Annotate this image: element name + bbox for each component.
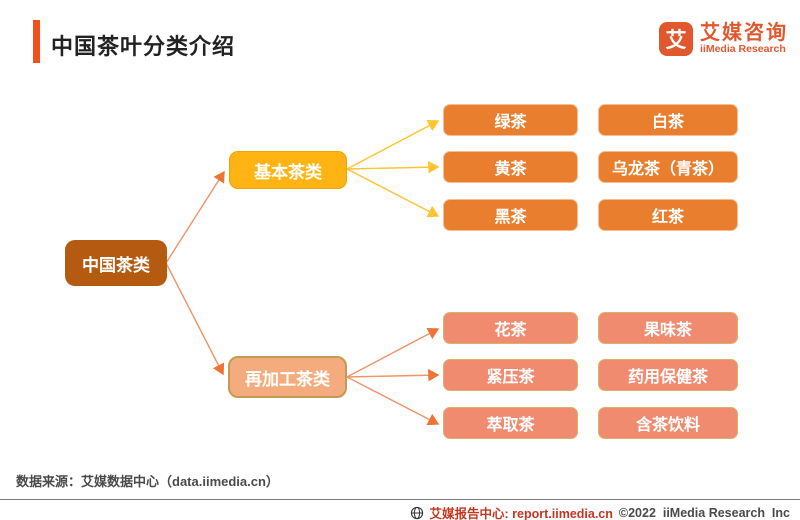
connector-reprocessed-to-flower-tea xyxy=(346,327,440,378)
leaf-green-tea: 绿茶 xyxy=(443,104,578,136)
connector-reprocessed-to-compressed-tea xyxy=(346,368,440,382)
copyright-text: ©2022 iiMedia Research Inc xyxy=(618,505,790,520)
node-reprocessed-tea-category: 再加工茶类 xyxy=(228,356,347,398)
footer: 艾媒报告中心: report.iimedia.cn ©2022 iiMedia … xyxy=(410,503,790,520)
leaf-compressed-tea: 紧压茶 xyxy=(443,359,578,391)
leaf-oolong-tea: 乌龙茶（青茶） xyxy=(598,151,738,183)
leaf-white-tea: 白茶 xyxy=(598,104,738,136)
logo-name-cn: 艾媒咨询 xyxy=(700,22,788,45)
data-source-note: 数据来源：艾媒数据中心（data.iimedia.cn） xyxy=(16,474,279,489)
footer-divider xyxy=(0,499,800,500)
node-china-tea-root: 中国茶类 xyxy=(65,240,167,286)
node-basic-tea-category: 基本茶类 xyxy=(229,151,347,189)
leaf-yellow-tea: 黄茶 xyxy=(443,151,578,183)
globe-icon xyxy=(410,506,423,519)
connector-root-to-reprocessed xyxy=(165,262,225,376)
iimedia-logo-icon: 艾 xyxy=(659,22,693,56)
brand-logo: 艾 艾媒咨询 iiMedia Research xyxy=(659,22,788,56)
leaf-black-tea: 红茶 xyxy=(598,199,738,231)
leaf-tea-beverage: 含茶饮料 xyxy=(598,407,738,439)
connector-basic-to-yellow-tea xyxy=(346,160,440,174)
leaf-flower-tea: 花茶 xyxy=(443,312,578,344)
connector-root-to-basic xyxy=(165,170,225,264)
leaf-dark-tea: 黑茶 xyxy=(443,199,578,231)
logo-text: 艾媒咨询 iiMedia Research xyxy=(700,22,788,56)
page-title: 中国茶叶分类介绍 xyxy=(51,34,236,59)
connector-basic-to-green-tea xyxy=(346,119,440,170)
logo-glyph: 艾 xyxy=(665,29,687,52)
connector-reprocessed-to-extracted-tea xyxy=(346,376,440,426)
title-accent-bar xyxy=(33,20,40,63)
logo-name-en: iiMedia Research xyxy=(700,43,786,56)
connector-basic-to-dark-tea xyxy=(346,168,440,218)
leaf-extracted-tea: 萃取茶 xyxy=(443,407,578,439)
leaf-medicinal-tea: 药用保健茶 xyxy=(598,359,738,391)
leaf-fruit-tea: 果味茶 xyxy=(598,312,738,344)
report-center-link[interactable]: 艾媒报告中心: report.iimedia.cn xyxy=(429,507,613,520)
